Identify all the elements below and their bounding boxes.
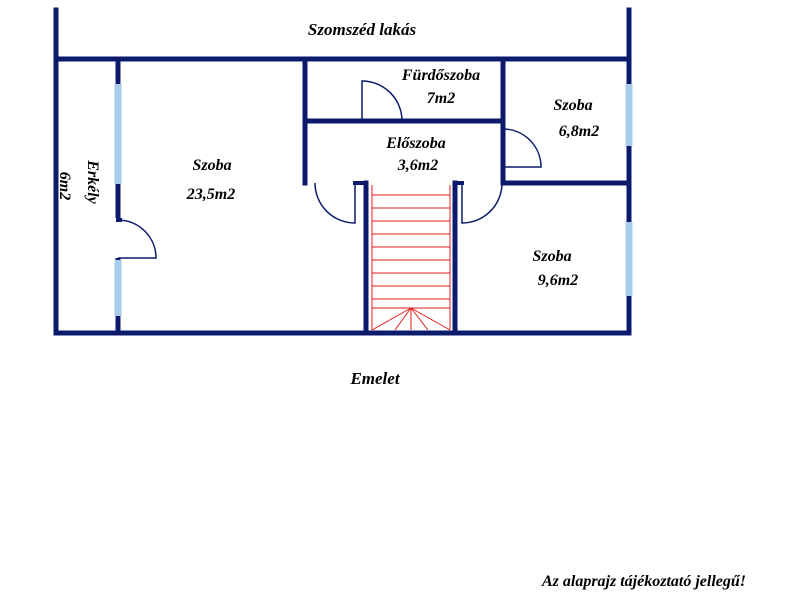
stair-winder xyxy=(394,307,412,331)
stair-winder xyxy=(371,307,412,331)
label-bathroom-area: 7m2 xyxy=(427,90,455,107)
label-room-mid-area: 9,6m2 xyxy=(538,272,578,289)
label-disclaimer: Az alaprajz tájékoztató jellegű! xyxy=(541,573,746,590)
walls xyxy=(53,7,632,336)
staircase xyxy=(371,185,451,331)
windows xyxy=(114,84,633,316)
label-balcony-name: Erkély xyxy=(84,159,101,204)
stair-winder xyxy=(410,307,429,331)
label-bathroom-name: Fürdőszoba xyxy=(401,67,480,84)
label-neighbor: Szomszéd lakás xyxy=(308,20,417,39)
label-room-small-area: 6,8m2 xyxy=(559,123,599,140)
label-room-mid-name: Szoba xyxy=(532,248,571,265)
door-room-large xyxy=(314,182,356,224)
label-hall-area: 3,6m2 xyxy=(397,157,438,174)
label-room-large-area: 23,5m2 xyxy=(186,186,235,203)
stair-winder xyxy=(410,307,451,331)
door-room-mid xyxy=(461,182,503,224)
label-room-large-name: Szoba xyxy=(192,157,231,174)
door-openings xyxy=(114,218,122,258)
door-room-small xyxy=(502,128,542,168)
label-balcony-area: 6m2 xyxy=(56,172,73,200)
door-bathroom xyxy=(361,80,403,122)
label-room-small-name: Szoba xyxy=(553,97,592,114)
labels: Szomszéd lakás Fürdőszoba 7m2 Előszoba 3… xyxy=(56,20,746,590)
door-balcony xyxy=(117,219,157,259)
label-floor: Emelet xyxy=(349,369,400,388)
doors xyxy=(116,80,542,259)
label-hall-name: Előszoba xyxy=(385,135,446,152)
